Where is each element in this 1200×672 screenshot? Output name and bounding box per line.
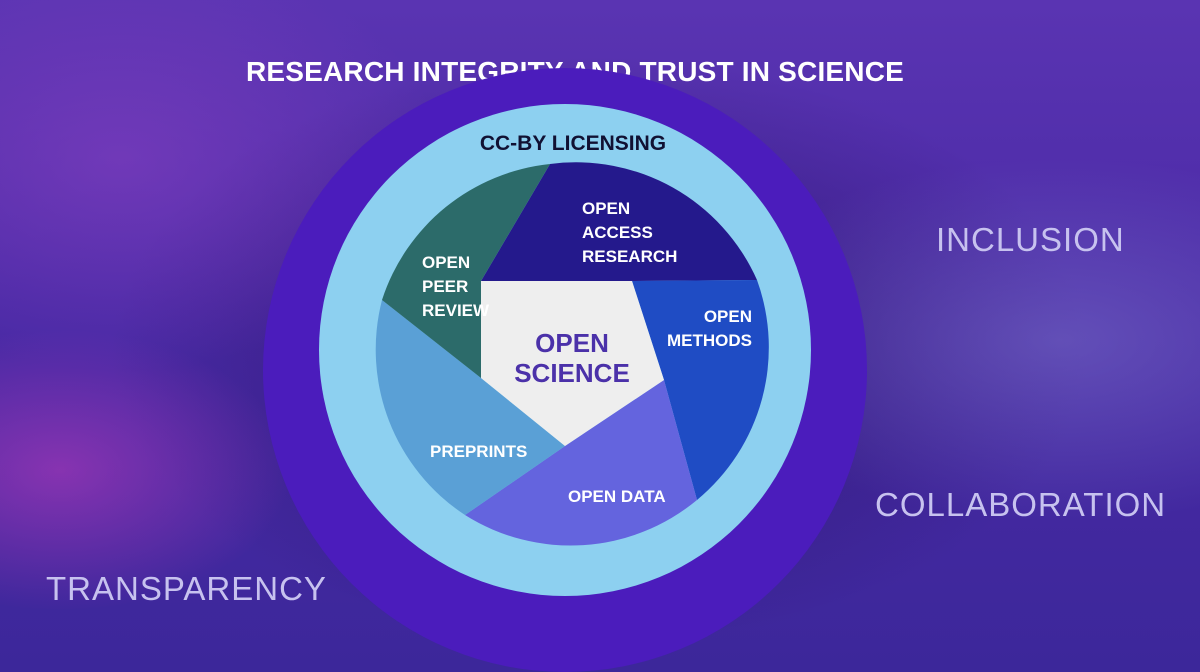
open-data-label-line-1: OPEN DATA — [568, 487, 666, 506]
segment-open-methods — [632, 280, 769, 500]
open-peer-review-label-line-1: OPEN — [422, 253, 470, 272]
segment-open-access-research — [481, 162, 757, 281]
segment-open-peer-review — [382, 164, 550, 378]
open-peer-review-label-line-3: REVIEW — [422, 301, 490, 320]
inclusion-label: INCLUSION — [936, 221, 1125, 258]
open-science-label-line-1: OPEN — [535, 328, 609, 358]
cc-by-licensing-label: CC-BY LICENSING — [480, 132, 666, 155]
collaboration-label: COLLABORATION — [875, 486, 1167, 523]
open-peer-review-label-line-2: PEER — [422, 277, 468, 296]
transparency-label: TRANSPARENCY — [46, 570, 327, 607]
preprints-label-line-1: PREPRINTS — [430, 442, 527, 461]
open-access-research-label-line-1: OPEN — [582, 199, 630, 218]
open-science-label-line-2: SCIENCE — [514, 358, 630, 388]
open-access-research-label-line-3: RESEARCH — [582, 247, 677, 266]
segment-preprints — [375, 300, 565, 515]
segment-open-data — [465, 380, 697, 546]
open-methods-label-line-1: OPEN — [704, 307, 752, 326]
open-methods-label-line-2: METHODS — [667, 331, 752, 350]
open-access-research-label-line-2: ACCESS — [582, 223, 653, 242]
open-science-center — [481, 281, 664, 446]
